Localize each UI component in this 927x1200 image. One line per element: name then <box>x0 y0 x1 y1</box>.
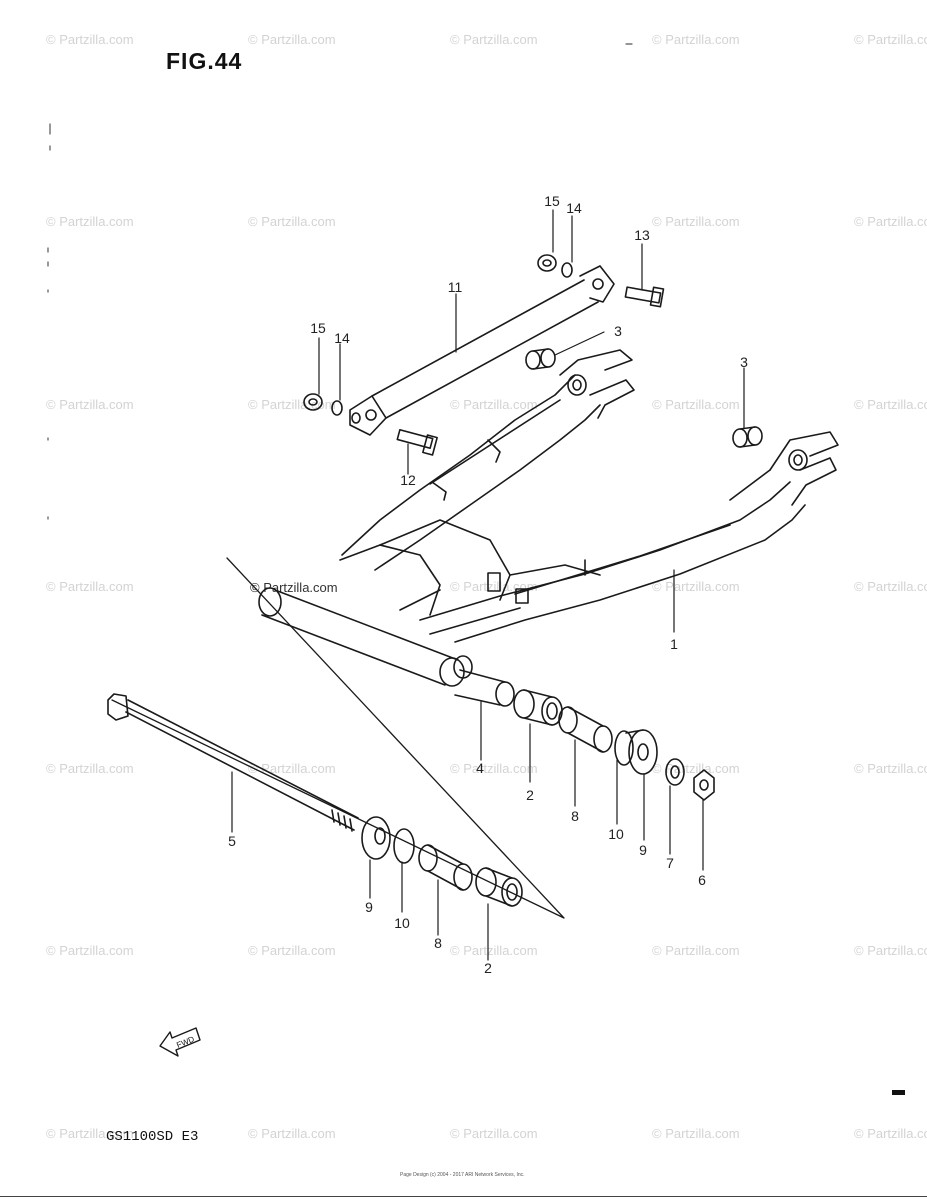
bolt-13 <box>624 286 665 308</box>
watermark: © Partzilla.com <box>854 579 927 594</box>
watermark: © Partzilla.com <box>450 943 538 958</box>
watermark: © Partzilla.com <box>248 943 336 958</box>
watermark: © Partzilla.com <box>652 214 740 229</box>
footer-copyright: Page Design (c) 2004 - 2017 ARI Network … <box>400 1172 525 1178</box>
watermark: © Partzilla.com <box>46 32 134 47</box>
washer-10-right <box>614 730 634 766</box>
watermark: © Partzilla.com <box>652 761 740 776</box>
pivot-assembly-triangle <box>111 557 565 919</box>
spacer-8-left <box>418 844 473 891</box>
axle-5 <box>107 693 359 832</box>
callout-13: 13 <box>634 227 650 243</box>
fwd-arrow-icon: FWD <box>159 1027 201 1057</box>
washer-10-left <box>393 828 415 864</box>
watermark: © Partzilla.com <box>652 943 740 958</box>
callout-8: 8 <box>571 808 579 824</box>
bottom-rule <box>0 1196 927 1197</box>
callout-3: 3 <box>740 354 748 370</box>
watermark: © Partzilla.com <box>248 397 336 412</box>
callout-5: 5 <box>228 833 236 849</box>
watermark: © Partzilla.com <box>854 1126 927 1141</box>
callout-14: 14 <box>566 200 582 216</box>
watermark: © Partzilla.com <box>46 397 134 412</box>
nut-6 <box>693 769 715 801</box>
page-mark <box>892 1090 905 1095</box>
watermark: © Partzilla.com <box>854 943 927 958</box>
bushing-3-upper <box>525 348 556 370</box>
watermark: © Partzilla.com <box>652 1126 740 1141</box>
watermark: © Partzilla.com <box>854 32 927 47</box>
watermark: © Partzilla.com <box>248 1126 336 1141</box>
watermark: © Partzilla.com <box>450 761 538 776</box>
torque-link <box>349 265 615 436</box>
cap-9-right <box>625 729 658 775</box>
watermark: © Partzilla.com <box>248 214 336 229</box>
watermark: © Partzilla.com <box>450 32 538 47</box>
watermark: © Partzilla.com <box>450 1126 538 1141</box>
callout-8: 8 <box>434 935 442 951</box>
watermark: © Partzilla.com <box>46 761 134 776</box>
callout-2: 2 <box>526 787 534 803</box>
margin-specks <box>47 43 633 520</box>
callout-15: 15 <box>310 320 326 336</box>
watermark: © Partzilla.com <box>450 397 538 412</box>
watermark: © Partzilla.com <box>46 214 134 229</box>
watermark-inline: © Partzilla.com <box>250 580 338 595</box>
swingarm-body <box>258 349 839 687</box>
callout-11: 11 <box>447 279 463 295</box>
watermark: © Partzilla.com <box>248 32 336 47</box>
bearing-2-right <box>513 689 563 726</box>
figure-title: FIG.44 <box>166 48 243 74</box>
callout-6: 6 <box>698 872 706 888</box>
callout-1: 1 <box>670 636 678 652</box>
callout-7: 7 <box>666 855 674 871</box>
nut-15-left <box>303 393 323 411</box>
bolt-12 <box>396 428 438 456</box>
spacer-4 <box>454 669 515 707</box>
callout-9: 9 <box>365 899 373 915</box>
callout-12: 12 <box>400 472 416 488</box>
callout-14: 14 <box>334 330 350 346</box>
washer-7 <box>665 758 685 786</box>
callout-9: 9 <box>639 842 647 858</box>
watermark: © Partzilla.com <box>652 397 740 412</box>
watermark: © Partzilla.com <box>854 761 927 776</box>
callout-4: 4 <box>476 760 484 776</box>
bearing-2-left <box>475 867 523 907</box>
washer-14-left <box>331 400 343 416</box>
callout-3: 3 <box>614 323 622 339</box>
watermark: © Partzilla.com <box>854 214 927 229</box>
cap-9-left <box>361 816 391 860</box>
watermark: © Partzilla.com <box>652 32 740 47</box>
spacer-8-right <box>558 706 613 753</box>
watermark: © Partzilla.com <box>854 397 927 412</box>
washer-14-upper <box>561 262 573 278</box>
callout-15: 15 <box>544 193 560 209</box>
leader-lines <box>231 209 745 961</box>
bushing-3-right <box>732 426 763 448</box>
callout-10: 10 <box>394 915 410 931</box>
watermark: © Partzilla.com <box>46 943 134 958</box>
model-code: GS1100SD E3 <box>106 1129 199 1145</box>
watermark: © Partzilla.com <box>46 1126 134 1141</box>
callout-10: 10 <box>608 826 624 842</box>
nut-15-upper <box>537 254 557 272</box>
watermark: © Partzilla.com <box>46 579 134 594</box>
callout-2: 2 <box>484 960 492 976</box>
